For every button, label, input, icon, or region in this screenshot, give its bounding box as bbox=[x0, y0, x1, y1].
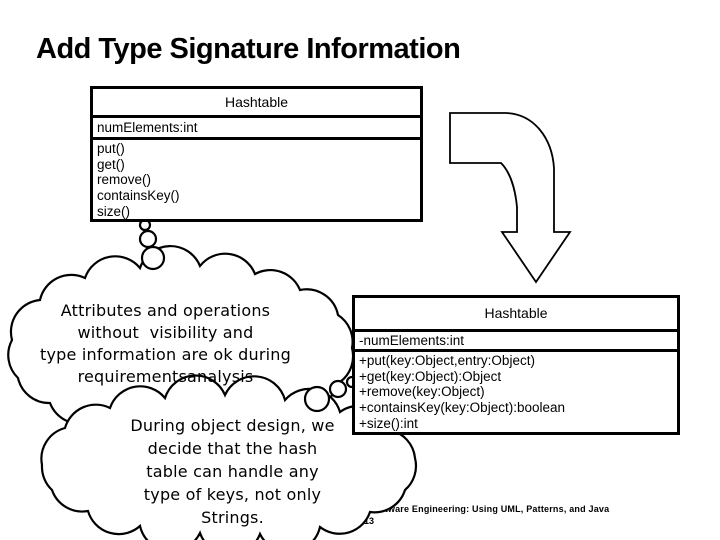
slide-title: Add Type Signature Information bbox=[36, 33, 461, 65]
page-number: 13 bbox=[364, 516, 375, 526]
thought-bubble-line: Attributes and operations bbox=[60, 301, 271, 320]
thought-bubble-line: During object design, we bbox=[130, 416, 335, 435]
footer-reference: ed Software Engineering: Using UML, Patt… bbox=[356, 504, 610, 514]
uml-operation: put() bbox=[97, 141, 125, 156]
thought-bubble-line: decide that the hash bbox=[147, 439, 318, 458]
uml-attribute: numElements:int bbox=[97, 120, 198, 135]
uml-attributes: numElements:int bbox=[93, 118, 420, 140]
thought-bubble-line: requirementsanalysis bbox=[77, 367, 254, 386]
uml-operation: +remove(key:Object) bbox=[359, 384, 485, 400]
thought-bubble-line: type of keys, not only bbox=[143, 485, 322, 504]
uml-class-name: Hashtable bbox=[93, 89, 420, 118]
thought-cloud-2-shape bbox=[40, 374, 418, 540]
thought-trail-circle bbox=[303, 385, 331, 413]
uml-operations: put() get() remove() containsKey() size(… bbox=[93, 140, 420, 220]
thought-bubble-2-text: During object design, we decide that the… bbox=[55, 414, 410, 529]
thought-bubble-line: without visibility and bbox=[77, 323, 254, 342]
thought-bubble-line: Strings. bbox=[201, 508, 264, 527]
uml-operation: size() bbox=[97, 203, 130, 219]
uml-class-after: Hashtable -numElements:int +put(key:Obje… bbox=[352, 295, 680, 435]
uml-class-name: Hashtable bbox=[355, 298, 677, 332]
uml-operation: +containsKey(key:Object):boolean bbox=[359, 400, 565, 416]
thought-trail-circle bbox=[138, 229, 158, 249]
thought-trail-before bbox=[138, 218, 166, 271]
uml-operation: +put(key:Object,entry:Object) bbox=[359, 353, 535, 368]
uml-attribute: -numElements:int bbox=[359, 333, 465, 348]
uml-operation: remove() bbox=[97, 172, 152, 188]
thought-bubble-1-text: Attributes and operations without visibi… bbox=[8, 300, 323, 388]
uml-operations: +put(key:Object,entry:Object) +get(key:O… bbox=[355, 352, 677, 432]
uml-class-before: Hashtable numElements:int put() get() re… bbox=[90, 86, 423, 222]
thought-bubble-line: type information are ok during bbox=[40, 345, 291, 364]
curved-down-arrow bbox=[449, 112, 572, 284]
uml-operation: get() bbox=[97, 156, 125, 172]
thought-bubble-line: table can handle any bbox=[146, 462, 319, 481]
thought-trail-circle bbox=[328, 379, 348, 399]
uml-operation: +size():int bbox=[359, 415, 418, 431]
uml-attributes: -numElements:int bbox=[355, 332, 677, 352]
uml-operation: containsKey() bbox=[97, 188, 180, 204]
thought-trail-circle bbox=[140, 245, 166, 271]
uml-operation: +get(key:Object):Object bbox=[359, 368, 502, 384]
